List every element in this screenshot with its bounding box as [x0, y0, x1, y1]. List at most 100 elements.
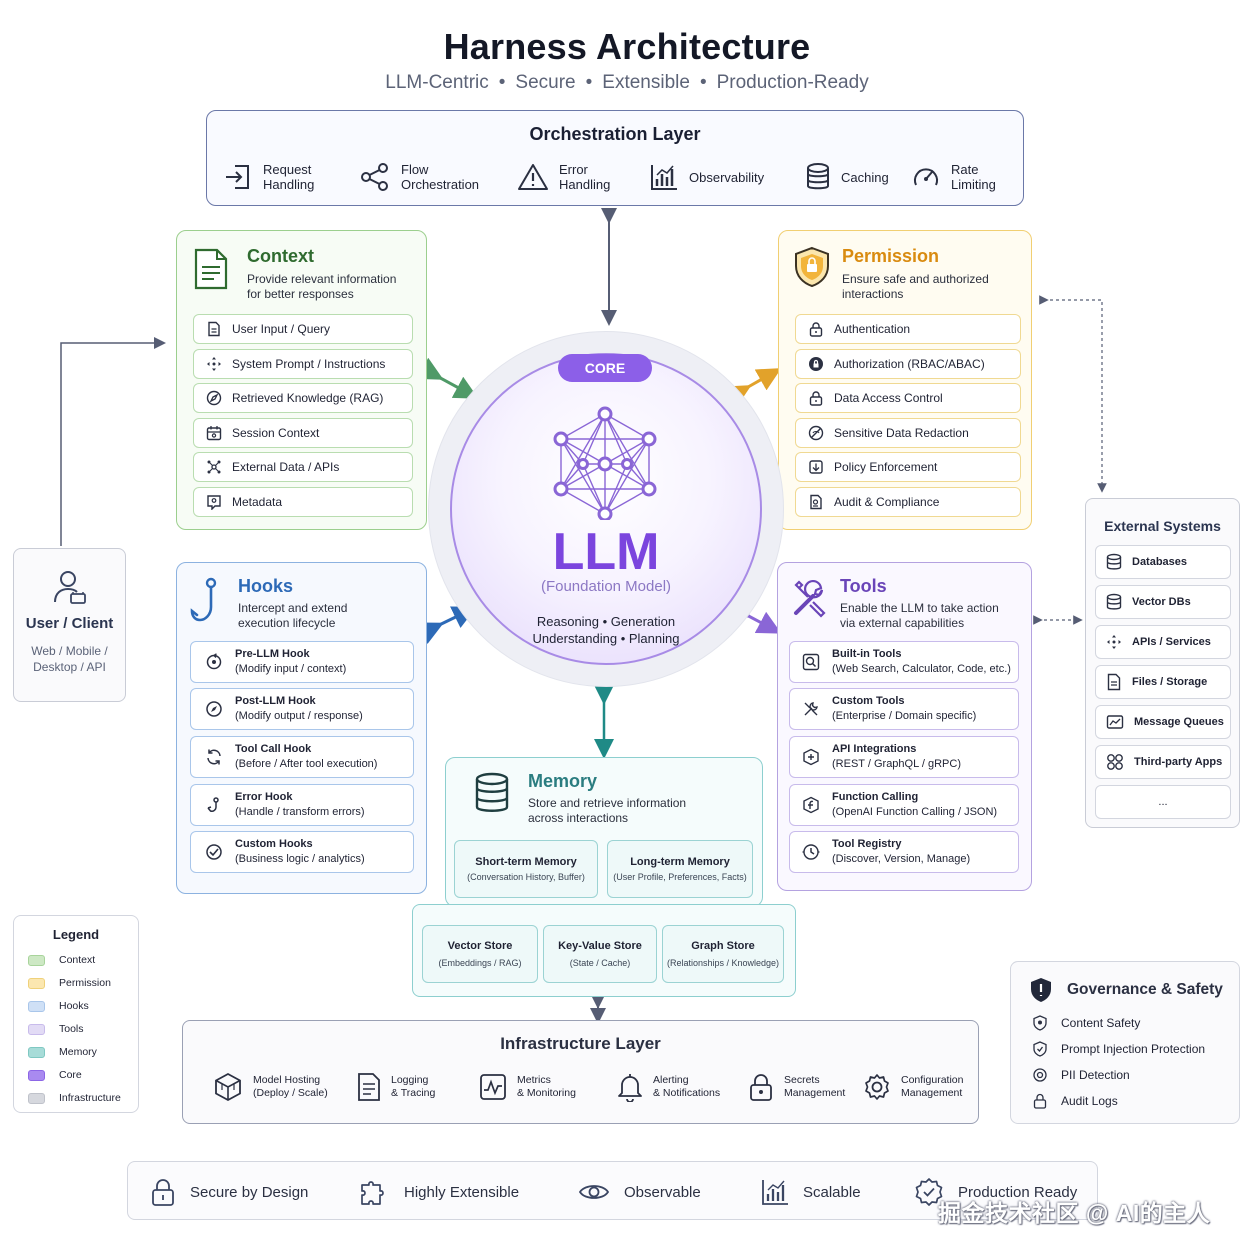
padlock-icon [809, 391, 823, 406]
tool-item-function-calling[interactable]: Function Calling(OpenAI Function Calling… [789, 784, 1019, 826]
hook-item-tool-call[interactable]: Tool Call Hook(Before / After tool execu… [190, 736, 414, 778]
tool-item-api[interactable]: API Integrations(REST / GraphQL / gRPC) [789, 736, 1019, 778]
legend-item: Tools [28, 1022, 84, 1036]
permission-item-data-access[interactable]: Data Access Control [795, 383, 1021, 413]
footer-label: Secure by Design [190, 1183, 309, 1201]
permission-item-label: Authentication [834, 322, 911, 336]
api-icon [803, 748, 819, 766]
hook-item-pre-llm[interactable]: Pre-LLM Hook(Modify input / context) [190, 641, 414, 683]
footer-item-secure: Secure by Design [150, 1176, 308, 1208]
hooks-title: Hooks [238, 576, 294, 596]
footer-label: Production Ready [958, 1183, 1078, 1201]
core-title: LLM [552, 523, 660, 581]
orch-label: Handling [263, 177, 315, 192]
bug-hook-icon [207, 797, 219, 812]
store-key-value[interactable]: Key-Value Store (State / Cache) [543, 925, 657, 983]
context-item-external-data[interactable]: External Data / APIs [193, 452, 413, 482]
database-icon [475, 772, 509, 812]
orch-item-observability[interactable]: Observability [649, 157, 764, 197]
context-item-user-input[interactable]: User Input / Query [193, 314, 413, 344]
governance-item-audit-logs[interactable]: Audit Logs [1033, 1093, 1118, 1109]
tool-item-custom[interactable]: Custom Tools(Enterprise / Domain specifi… [789, 688, 1019, 730]
permission-item-redaction[interactable]: Sensitive Data Redaction [795, 418, 1021, 448]
orch-label: Flow [401, 162, 429, 177]
governance-item-pii[interactable]: PII Detection [1033, 1067, 1130, 1083]
file-icon [1107, 673, 1121, 691]
external-item-message-queues[interactable]: Message Queues [1095, 705, 1231, 739]
infra-label: Secrets [784, 1074, 820, 1086]
infra-label: Metrics [517, 1074, 551, 1086]
hook-item-post-llm[interactable]: Post-LLM Hook(Modify output / response) [190, 688, 414, 730]
legend-swatch [28, 1000, 45, 1012]
external-item-databases[interactable]: Databases [1095, 545, 1231, 579]
external-item-vector-dbs[interactable]: Vector DBs [1095, 585, 1231, 619]
neural-network-icon [553, 406, 657, 520]
core-capabilities-1: Reasoning • Generation [536, 614, 676, 629]
log-file-icon [358, 1073, 380, 1101]
permission-item-audit[interactable]: Audit & Compliance [795, 487, 1021, 517]
orch-label: Handling [559, 177, 611, 192]
warning-triangle-icon [518, 164, 548, 190]
external-item-files[interactable]: Files / Storage [1095, 665, 1231, 699]
governance-item-prompt-injection[interactable]: Prompt Injection Protection [1033, 1041, 1205, 1057]
core-subtitle: (Foundation Model) [540, 578, 672, 595]
orch-label: Observability [689, 169, 765, 185]
login-arrow-icon [226, 165, 249, 189]
external-item-more[interactable]: ... [1095, 785, 1231, 819]
queue-icon [1106, 715, 1124, 729]
orch-item-caching[interactable]: Caching [805, 157, 889, 197]
tools-title: Tools [840, 576, 887, 596]
user-context-arrow [60, 337, 166, 546]
infra-item-alerting[interactable]: Alerting& Notifications [617, 1071, 720, 1103]
store-detail: (Embeddings / RAG) [438, 958, 522, 968]
tool-item-registry[interactable]: Tool Registry(Discover, Version, Manage) [789, 831, 1019, 873]
hook-item-custom[interactable]: Custom Hooks(Business logic / analytics) [190, 831, 414, 873]
infra-item-metrics[interactable]: Metrics& Monitoring [479, 1071, 576, 1103]
infra-label: Model Hosting [253, 1074, 321, 1086]
subtitle-item: Production-Ready [716, 72, 869, 93]
tool-detail: (Web Search, Calculator, Code, etc.) [832, 663, 1011, 675]
context-item-session[interactable]: Session Context [193, 418, 413, 448]
governance-item-content-safety[interactable]: Content Safety [1033, 1015, 1140, 1031]
external-item-label: Message Queues [1134, 716, 1224, 728]
shield-icon [1031, 978, 1051, 1002]
hooks-core-arrow [416, 606, 477, 645]
context-item-metadata[interactable]: Metadata [193, 487, 413, 517]
user-client-box[interactable]: User / Client Web / Mobile /Desktop / AP… [13, 548, 126, 702]
permission-item-authentication[interactable]: Authentication [795, 314, 1021, 344]
shield-icon [795, 246, 829, 288]
external-item-label: APIs / Services [1132, 636, 1211, 648]
context-item-system-prompt[interactable]: System Prompt / Instructions [193, 349, 413, 379]
store-graph[interactable]: Graph Store (Relationships / Knowledge) [662, 925, 784, 983]
memory-type-short-term[interactable]: Short-term Memory (Conversation History,… [454, 840, 598, 898]
memory-type-long-term[interactable]: Long-term Memory (User Profile, Preferen… [607, 840, 753, 898]
context-item-rag[interactable]: Retrieved Knowledge (RAG) [193, 383, 413, 413]
store-name: Graph Store [691, 940, 755, 952]
permission-item-authorization[interactable]: Authorization (RBAC/ABAC) [795, 349, 1021, 379]
infra-item-logging[interactable]: Logging& Tracing [357, 1071, 435, 1103]
infra-item-model-hosting[interactable]: Model Hosting(Deploy / Scale) [213, 1071, 328, 1103]
tool-name: Custom Tools [832, 695, 905, 707]
external-item-label: Files / Storage [1132, 676, 1208, 688]
footer-label: Observable [624, 1183, 701, 1201]
context-core-arrow [416, 357, 479, 399]
permission-item-policy[interactable]: Policy Enforcement [795, 452, 1021, 482]
arrows-expand-icon [1107, 635, 1121, 649]
hook-item-error[interactable]: Error Hook(Handle / transform errors) [190, 784, 414, 826]
external-item-apis[interactable]: APIs / Services [1095, 625, 1231, 659]
target-icon [1033, 1068, 1047, 1082]
wrench-screwdriver-icon [794, 579, 826, 618]
external-item-third-party[interactable]: Third-party Apps [1095, 745, 1231, 779]
store-vector[interactable]: Vector Store (Embeddings / RAG) [422, 925, 538, 983]
infra-label: Logging [391, 1074, 429, 1086]
tool-item-builtin[interactable]: Built-in Tools(Web Search, Calculator, C… [789, 641, 1019, 683]
permission-item-label: Data Access Control [834, 391, 943, 405]
